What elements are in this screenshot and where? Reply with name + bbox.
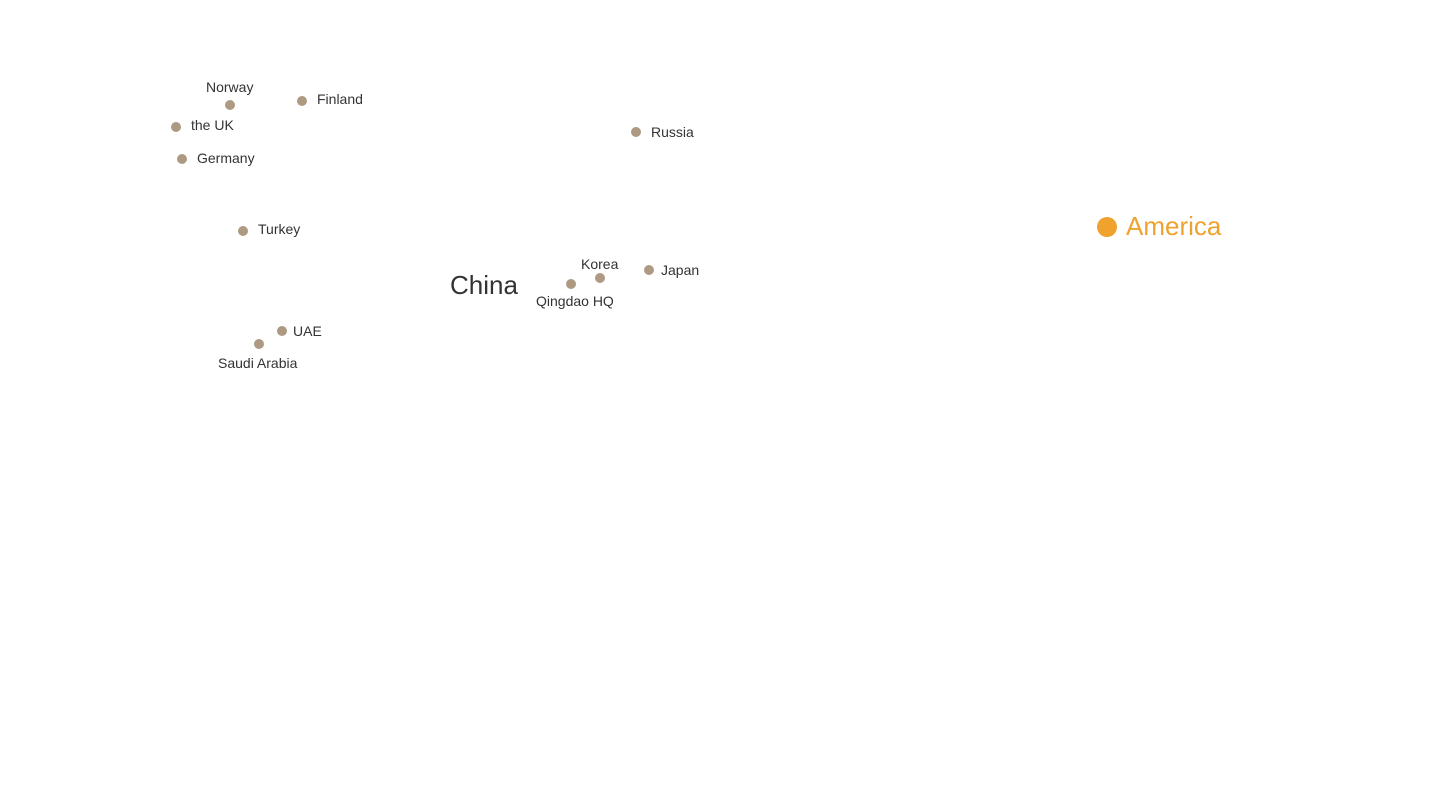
location-dot-japan[interactable] [644,265,654,275]
location-dot-korea[interactable] [595,273,605,283]
location-dot-uae[interactable] [277,326,287,336]
location-label-russia: Russia [651,124,694,140]
location-label-korea: Korea [581,256,619,272]
location-label-norway: Norway [206,79,254,95]
location-dot-russia[interactable] [631,127,641,137]
location-label-turkey: Turkey [258,221,301,237]
location-dot-america[interactable] [1097,217,1117,237]
location-label-finland: Finland [317,91,363,107]
location-dot-norway[interactable] [225,100,235,110]
location-label-saudi-arabia: Saudi Arabia [218,355,298,371]
region-label-china: China [450,270,518,300]
location-dot-germany[interactable] [177,154,187,164]
location-label-the-uk: the UK [191,117,234,133]
location-label-america: America [1126,211,1222,241]
location-dot-saudi-arabia[interactable] [254,339,264,349]
location-label-germany: Germany [197,150,255,166]
location-dot-qingdao-hq[interactable] [566,279,576,289]
location-label-uae: UAE [293,323,322,339]
location-label-japan: Japan [661,262,700,278]
location-dot-finland[interactable] [297,96,307,106]
location-label-qingdao-hq: Qingdao HQ [536,293,614,309]
location-dot-the-uk[interactable] [171,122,181,132]
location-dot-turkey[interactable] [238,226,248,236]
